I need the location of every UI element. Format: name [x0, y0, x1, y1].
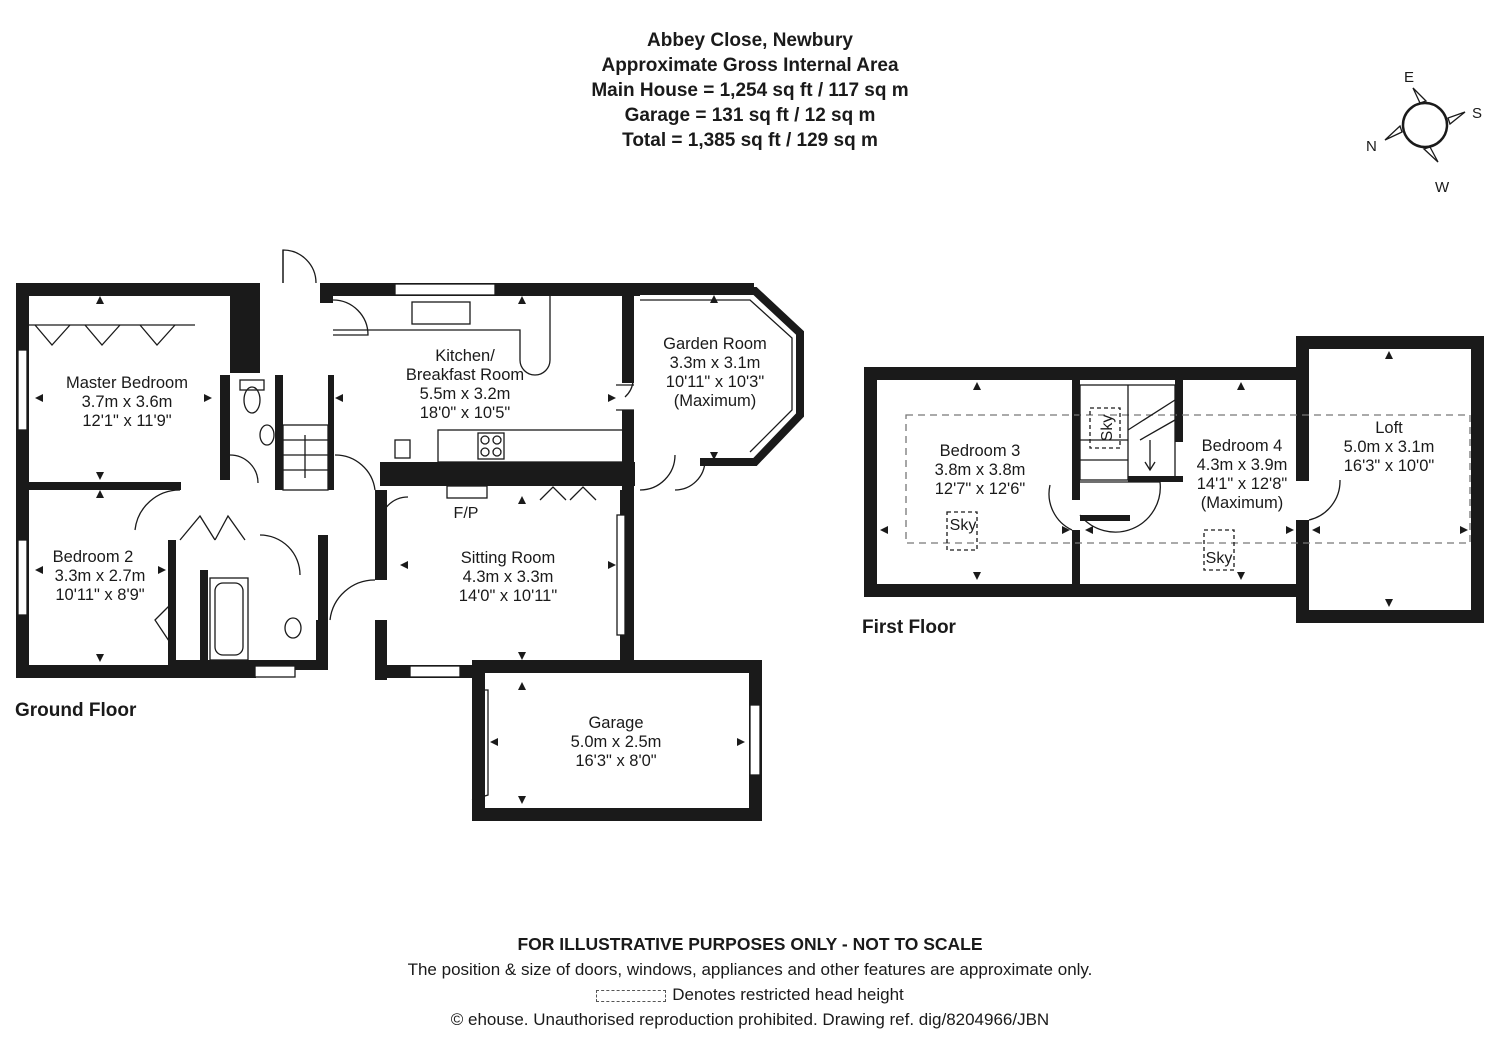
- room-bedroom2: Bedroom 2 3.3m x 2.7m 10'11" x 8'9": [53, 548, 146, 604]
- room-garden-room: Garden Room 3.3m x 3.1m 10'11" x 10'3" (…: [663, 335, 767, 410]
- compass-icon: E S N W: [1366, 69, 1482, 196]
- room-metric: 5.0m x 2.5m: [571, 733, 662, 751]
- skylight-label: Sky: [950, 517, 977, 534]
- fireplace-label: F/P: [454, 505, 479, 522]
- room-name-line2: Breakfast Room: [406, 366, 524, 384]
- footer: FOR ILLUSTRATIVE PURPOSES ONLY - NOT TO …: [300, 932, 1200, 1032]
- first-floor-details: [905, 384, 1471, 571]
- area-subtitle: Approximate Gross Internal Area: [601, 55, 899, 76]
- room-imperial: 16'3" x 10'0": [1344, 457, 1435, 475]
- room-note: (Maximum): [674, 392, 757, 410]
- header: Abbey Close, Newbury Approximate Gross I…: [450, 28, 1050, 153]
- room-imperial: 18'0" x 10'5": [420, 404, 511, 422]
- room-metric: 3.3m x 3.1m: [670, 354, 761, 372]
- room-note: (Maximum): [1201, 494, 1284, 512]
- room-name: Sitting Room: [461, 549, 555, 567]
- room-name: Bedroom 4: [1202, 437, 1283, 455]
- copyright: © ehouse. Unauthorised reproduction proh…: [450, 1010, 1050, 1029]
- restricted-legend: Denotes restricted head height: [300, 982, 1200, 1007]
- room-name: Bedroom 3: [940, 442, 1021, 460]
- room-metric: 3.7m x 3.6m: [82, 393, 173, 411]
- address-title: Abbey Close, Newbury: [647, 30, 853, 51]
- room-metric: 5.5m x 3.2m: [420, 385, 511, 403]
- room-loft: Loft 5.0m x 3.1m 16'3" x 10'0": [1344, 419, 1435, 475]
- compass-west: W: [1435, 179, 1450, 196]
- skylight-label: Sky: [1099, 415, 1116, 442]
- room-imperial: 12'1" x 11'9": [82, 412, 171, 430]
- room-sitting-room: Sitting Room 4.3m x 3.3m 14'0" x 10'11": [459, 549, 558, 605]
- approximate-note: The position & size of doors, windows, a…: [407, 960, 1093, 979]
- disclaimer: FOR ILLUSTRATIVE PURPOSES ONLY - NOT TO …: [517, 934, 983, 954]
- compass-east: E: [1404, 69, 1414, 86]
- room-labels: Master Bedroom 3.7m x 3.6m 12'1" x 11'9"…: [53, 335, 1435, 770]
- dimension-markers-ground: [35, 295, 745, 804]
- room-metric: 4.3m x 3.9m: [1197, 456, 1288, 474]
- compass-south: S: [1472, 105, 1482, 122]
- room-imperial: 12'7" x 12'6": [935, 480, 1026, 498]
- room-master-bedroom: Master Bedroom 3.7m x 3.6m 12'1" x 11'9": [66, 374, 188, 430]
- room-imperial: 10'11" x 10'3": [666, 373, 765, 391]
- total-area: Total = 1,385 sq ft / 129 sq m: [622, 130, 878, 151]
- room-name: Master Bedroom: [66, 374, 188, 392]
- room-imperial: 16'3" x 8'0": [575, 752, 656, 770]
- room-imperial: 10'11" x 8'9": [55, 586, 144, 604]
- ground-floor-details: [17, 249, 804, 801]
- room-imperial: 14'1" x 12'8": [1197, 475, 1288, 493]
- room-kitchen: Kitchen/ Breakfast Room 5.5m x 3.2m 18'0…: [406, 347, 524, 422]
- room-name: Garage: [588, 714, 643, 732]
- room-bedroom3: Bedroom 3 3.8m x 3.8m 12'7" x 12'6": [935, 442, 1026, 498]
- room-bedroom4: Bedroom 4 4.3m x 3.9m 14'1" x 12'8" (Max…: [1197, 437, 1288, 512]
- room-metric: 3.3m x 2.7m: [55, 567, 146, 585]
- room-name: Kitchen/: [435, 347, 495, 365]
- first-floor-walls: [864, 336, 1484, 623]
- dimension-markers-first: [880, 351, 1468, 607]
- room-metric: 4.3m x 3.3m: [463, 568, 554, 586]
- garage-area: Garage = 131 sq ft / 12 sq m: [624, 105, 876, 126]
- compass-north: N: [1366, 138, 1377, 155]
- restricted-legend-text: Denotes restricted head height: [672, 985, 904, 1004]
- room-imperial: 14'0" x 10'11": [459, 587, 558, 605]
- room-metric: 5.0m x 3.1m: [1344, 438, 1435, 456]
- ground-floor-label: Ground Floor: [15, 700, 137, 721]
- room-name: Loft: [1375, 419, 1403, 437]
- first-floor-label: First Floor: [862, 617, 957, 638]
- dashed-legend-swatch: [596, 989, 667, 1002]
- room-metric: 3.8m x 3.8m: [935, 461, 1026, 479]
- room-garage: Garage 5.0m x 2.5m 16'3" x 8'0": [571, 714, 662, 770]
- room-name: Bedroom 2: [53, 548, 134, 566]
- main-house-area: Main House = 1,254 sq ft / 117 sq m: [591, 80, 909, 101]
- skylight-label: Sky: [1206, 550, 1233, 567]
- room-name: Garden Room: [663, 335, 767, 353]
